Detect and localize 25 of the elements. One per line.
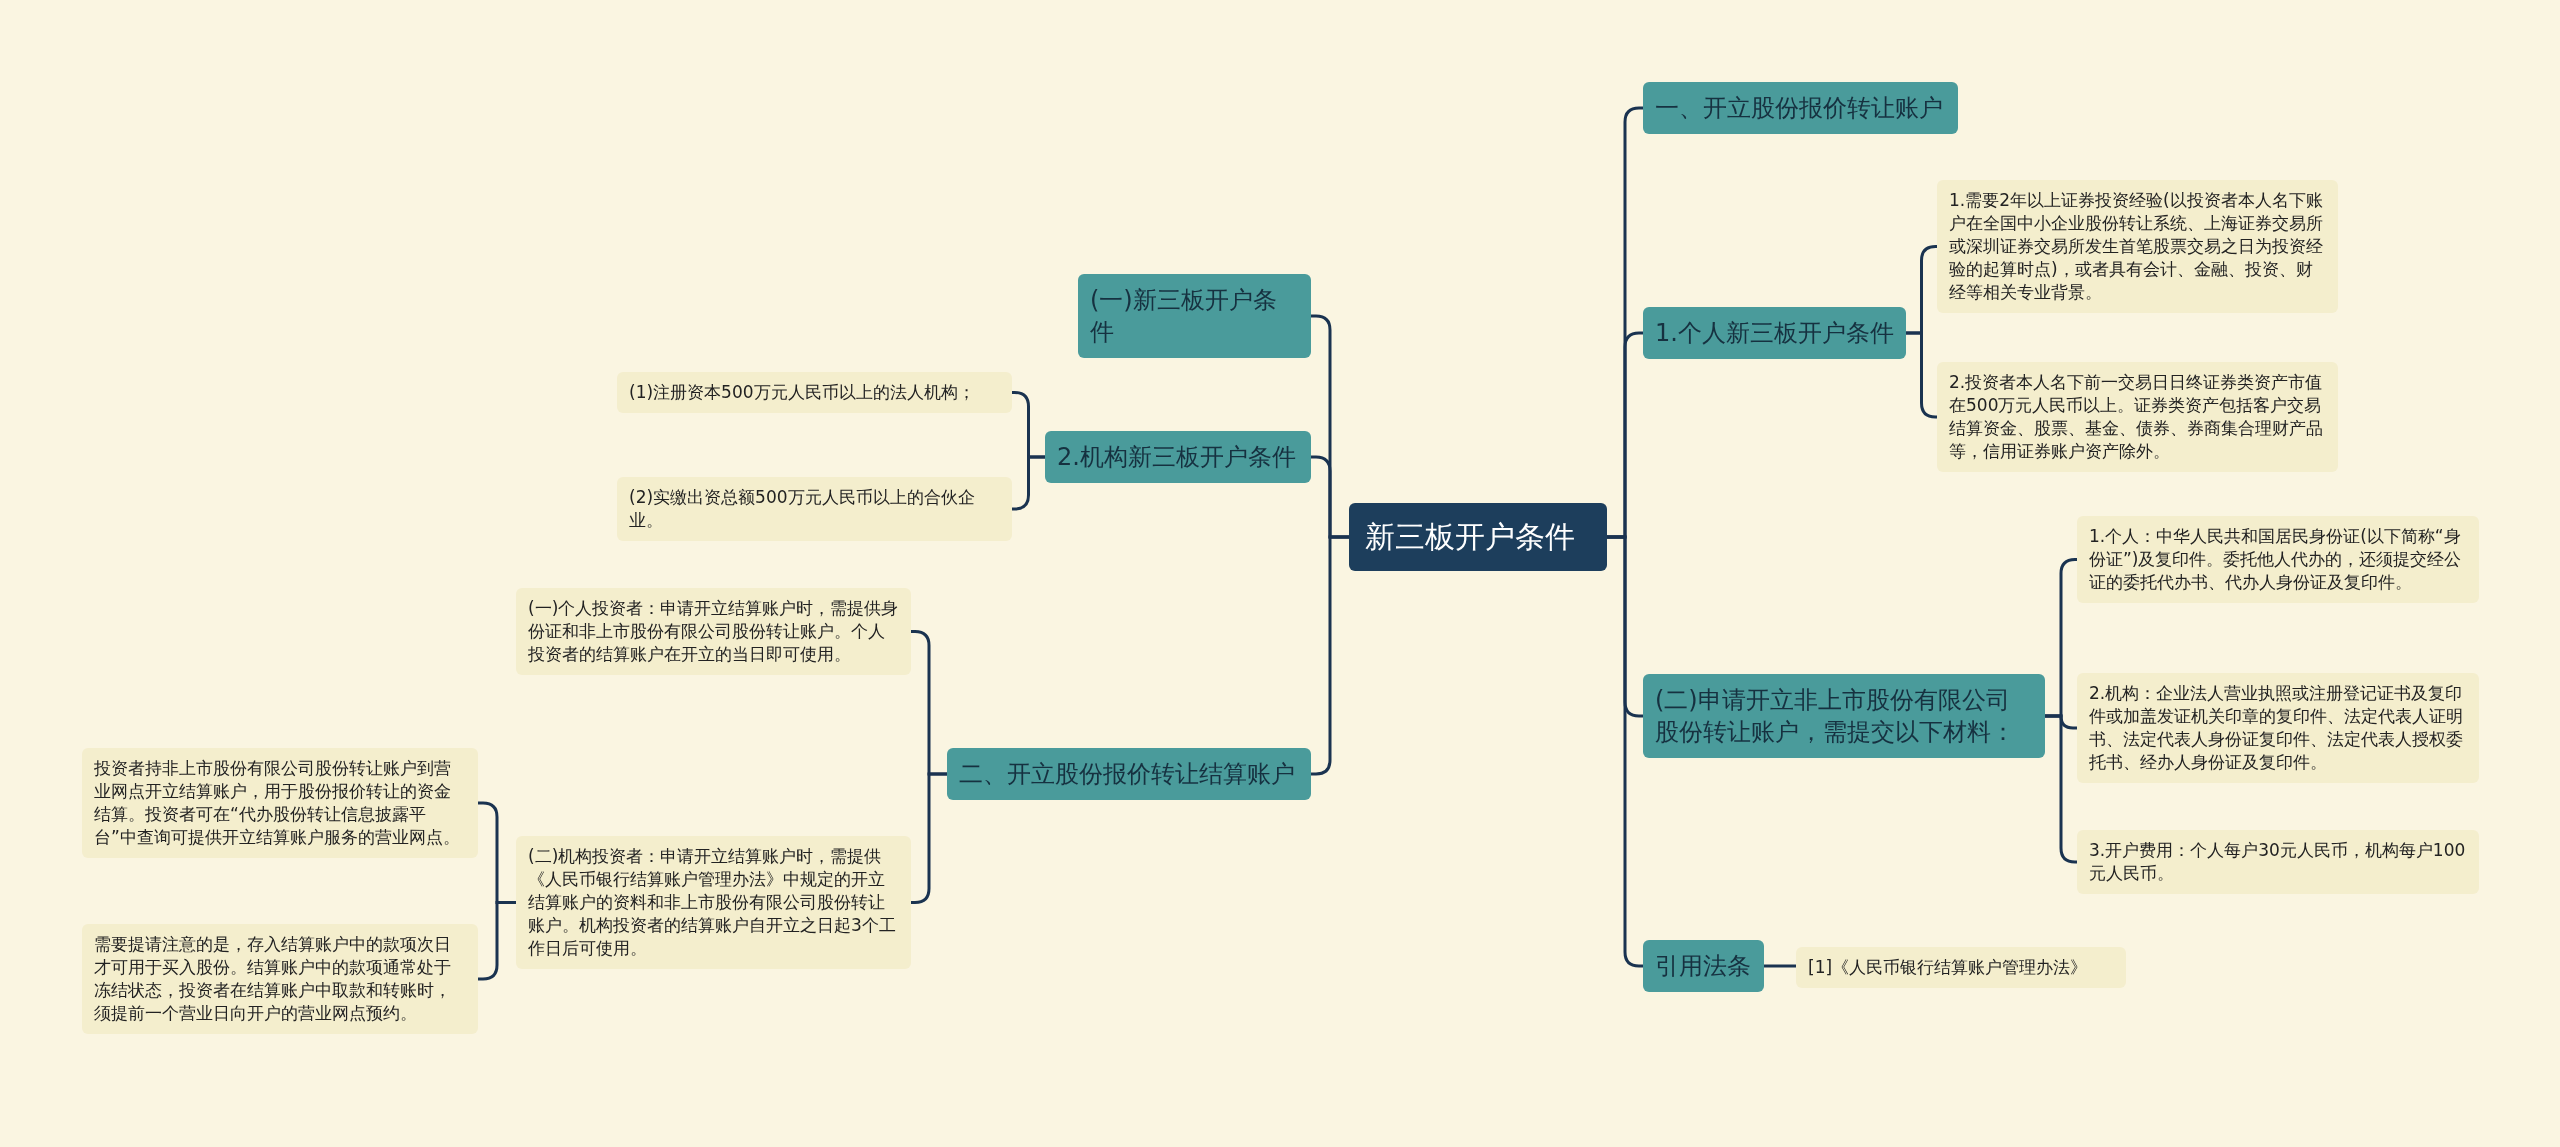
note-box: (2)实缴出资总额500万元人民币以上的合伙企业。 <box>617 477 1012 541</box>
note-box: 2.投资者本人名下前一交易日日终证券类资产市值在500万元人民币以上。证券类资产包括客户交易结算资金、股票、基金、债券、券商集合理财产品等，信用证券账户资产除外。 <box>1937 362 2338 472</box>
note-box: (二)机构投资者：申请开立结算账户时，需提供《人民币银行结算账户管理办法》中规定的开立结算账户的资料和非上市股份有限公司股份转让账户。机构投资者的结算账户自开立之日起3个工作日后可使用。 <box>516 836 911 969</box>
note-box: [1]《人民币银行结算账户管理办法》 <box>1796 947 2126 988</box>
topic-box: (二)申请开立非上市股份有限公司股份转让账户，需提交以下材料： <box>1643 674 2045 758</box>
topic-box: 二、开立股份报价转让结算账户 <box>947 748 1311 800</box>
connector-line <box>1764 964 1796 968</box>
note-box: 2.机构：企业法人营业执照或注册登记证书及复印件或加盖发证机关印章的复印件、法定代表人证明书、法定代表人身份证复印件、法定代表人授权委托书、经办人身份证及复印件。 <box>2077 673 2479 783</box>
topic-box: 1.个人新三板开户条件 <box>1643 307 1906 359</box>
note-box: (1)注册资本500万元人民币以上的法人机构； <box>617 372 1012 413</box>
topic-box: (一)新三板开户条件 <box>1078 274 1311 358</box>
connector-line <box>478 901 516 981</box>
note-box: 投资者持非上市股份有限公司股份转让账户到营业网点开立结算账户，用于股份报价转让的资金结算。投资者可在“代办股份转让信息披露平台”中查询可提供开立结算账户服务的营业网点。 <box>82 748 478 858</box>
central-topic: 新三板开户条件 <box>1349 503 1607 571</box>
note-box: (一)个人投资者：申请开立结算账户时，需提供身份证和非上市股份有限公司股份转让账户。个人投资者的结算账户在开立的当日即可使用。 <box>516 588 911 675</box>
topic-box: 引用法条 <box>1643 940 1764 992</box>
note-box: 1.需要2年以上证券投资经验(以投资者本人名下账户在全国中小企业股份转让系统、上海证券交易所或深圳证券交易所发生首笔股票交易之日为投资经验的起算时点)，或者具有会计、金融、投资、财经等相关专业背景。 <box>1937 180 2338 313</box>
topic-box: 一、开立股份报价转让账户 <box>1643 82 1958 134</box>
connector-line <box>1311 535 1349 776</box>
note-box: 1.个人：中华人民共和国居民身份证(以下简称“身份证”)及复印件。委托他人代办的，还须提交经公证的委托代办书、代办人身份证及复印件。 <box>2077 516 2479 603</box>
connector-line <box>1012 455 1045 511</box>
connector-line <box>1906 331 1938 419</box>
note-box: 3.开户费用：个人每户30元人民币，机构每户100元人民币。 <box>2077 830 2479 894</box>
topic-box: 2.机构新三板开户条件 <box>1045 431 1311 483</box>
note-box: 需要提请注意的是，存入结算账户中的款项次日才可用于买入股份。结算账户中的款项通常处于冻结状态，投资者在结算账户中取款和转账时，须提前一个营业日向开户的营业网点预约。 <box>82 924 478 1034</box>
